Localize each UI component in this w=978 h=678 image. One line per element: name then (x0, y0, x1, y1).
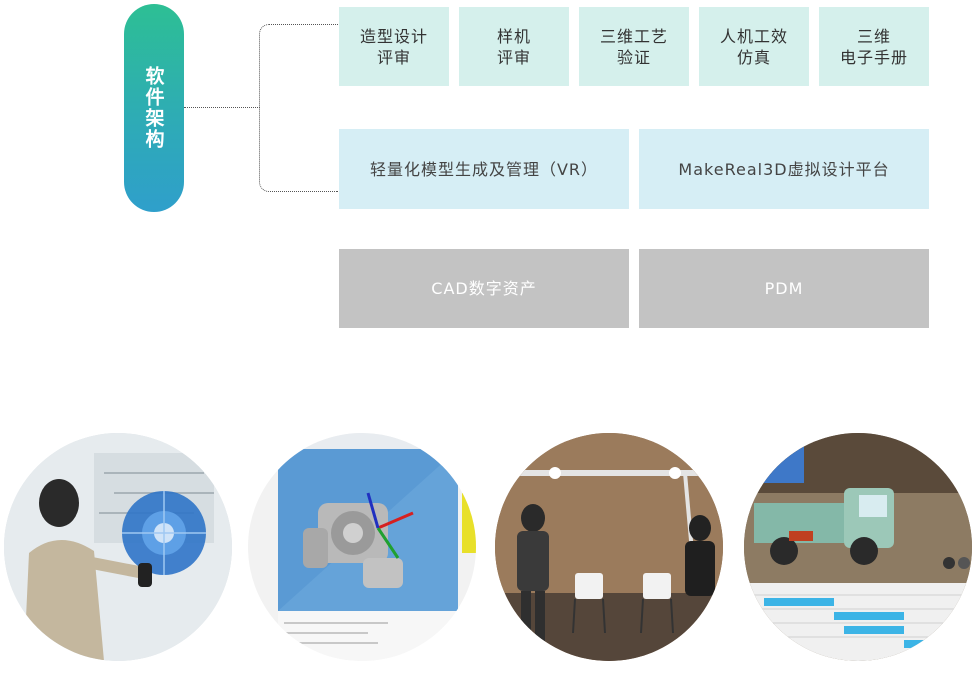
app-box-line2: 评审 (496, 47, 531, 67)
vr-wall-interaction-photo (4, 433, 232, 661)
app-box-electronic-manual: 三维 电子手册 (819, 7, 929, 86)
app-box-line2: 电子手册 (839, 47, 908, 67)
engine-model-software-photo (248, 433, 476, 661)
platform-box-lightweight-model: 轻量化模型生成及管理（VR） (339, 129, 629, 209)
data-box-cad-assets: CAD数字资产 (339, 249, 629, 328)
connector-bracket (259, 24, 338, 192)
app-box-styling-review: 造型设计 评审 (339, 7, 449, 86)
app-box-line1: 样机 (496, 26, 531, 46)
app-box-prototype-review: 样机 评审 (459, 7, 569, 86)
app-box-line2: 仿真 (736, 47, 771, 67)
data-box-pdm: PDM (639, 249, 929, 328)
architecture-label-pill: 软件架构 (124, 4, 184, 212)
app-box-line2: 评审 (376, 47, 411, 67)
app-box-line1: 造型设计 (359, 26, 428, 46)
platform-box-label: 轻量化模型生成及管理（VR） (369, 159, 599, 179)
app-box-ergonomics-simulation: 人机工效 仿真 (699, 7, 809, 86)
app-box-line1: 三维工艺 (599, 26, 668, 46)
app-box-process-verification: 三维工艺 验证 (579, 7, 689, 86)
platform-box-makereal3d: MakeReal3D虚拟设计平台 (639, 129, 929, 209)
vr-headset-users-photo (495, 433, 723, 661)
data-box-label: CAD数字资产 (431, 279, 537, 298)
app-box-line1: 人机工效 (719, 26, 788, 46)
data-box-label: PDM (764, 279, 804, 298)
app-box-line2: 验证 (616, 47, 651, 67)
connector-line (184, 107, 260, 108)
truck-simulation-photo (744, 433, 972, 661)
app-box-line1: 三维 (856, 26, 891, 46)
architecture-label: 软件架构 (142, 66, 165, 150)
platform-box-label: MakeReal3D虚拟设计平台 (678, 159, 890, 179)
